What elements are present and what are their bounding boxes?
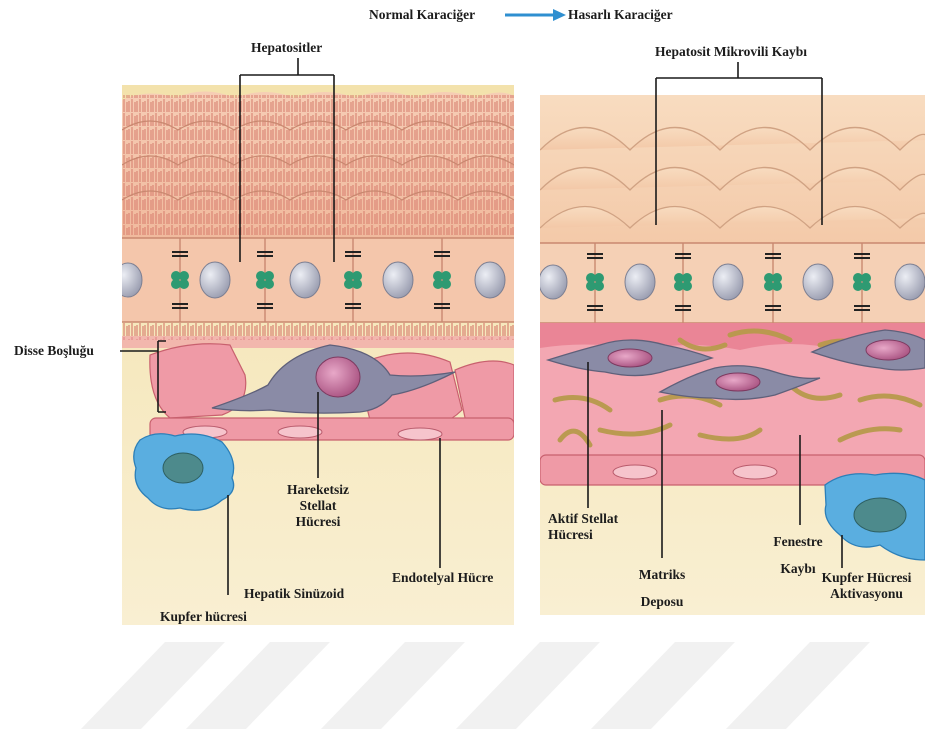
watermark-stripes bbox=[80, 642, 870, 729]
kupffer-cell bbox=[134, 434, 234, 510]
header-damaged-liver: Hasarlı Karaciğer bbox=[568, 7, 673, 23]
label-endothelial-cell: Endotelyal Hücre bbox=[392, 570, 493, 586]
label-kupffer-activation: Kupfer Hücresi Aktivasyonu bbox=[808, 570, 925, 602]
label-quiescent-stellate-cell: Hareketsiz Stellat Hücresi bbox=[268, 482, 368, 530]
label-microvilli-loss: Hepatosit Mikrovili Kaybı bbox=[655, 44, 807, 60]
normal-liver-panel bbox=[114, 85, 514, 625]
transition-arrow bbox=[505, 9, 566, 21]
label-matrix-deposit: Matriks Deposu bbox=[620, 561, 704, 615]
label-active-stellate-cell: Aktif Stellat Hücresi bbox=[548, 511, 618, 543]
label-hepatocytes: Hepatositler bbox=[251, 40, 322, 56]
label-hepatic-sinusoid: Hepatik Sinüzoid bbox=[244, 586, 344, 602]
header-normal-liver: Normal Karaciğer bbox=[369, 7, 475, 23]
label-kupffer-cell: Kupfer hücresi bbox=[160, 609, 247, 625]
label-disse-space: Disse Boşluğu bbox=[14, 343, 94, 359]
